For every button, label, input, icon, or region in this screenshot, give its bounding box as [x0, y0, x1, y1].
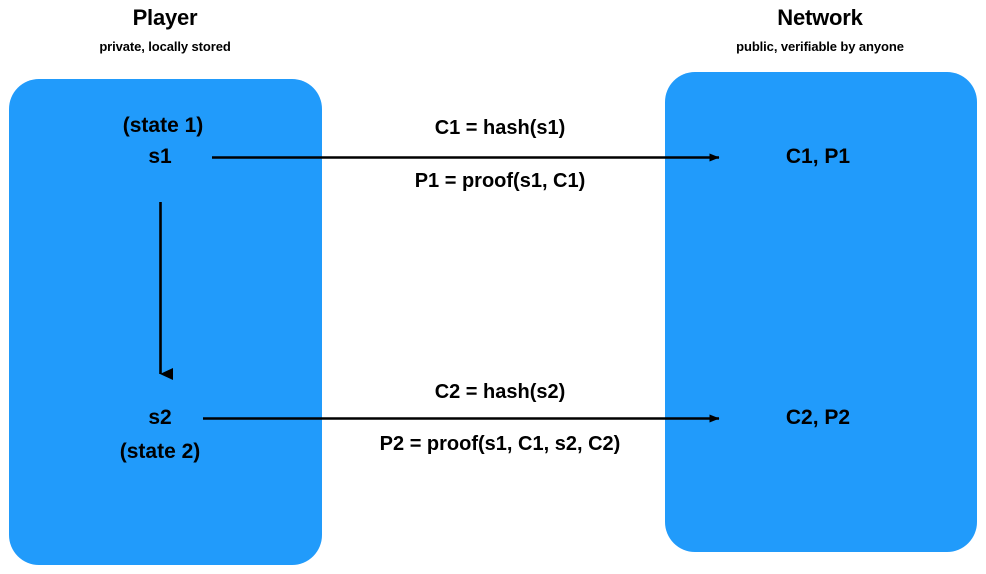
player-state2-label: (state 2)	[119, 440, 201, 463]
network-panel	[665, 72, 977, 552]
player-state2-value: s2	[148, 406, 172, 429]
network-column-subtitle: public, verifiable by anyone	[736, 39, 904, 54]
player-panel	[9, 79, 322, 565]
transition-2-top-label: C2 = hash(s2)	[434, 381, 566, 403]
network-column-title: Network	[777, 5, 863, 30]
player-column-subtitle: private, locally stored	[99, 39, 231, 54]
transition-1-top-label: C1 = hash(s1)	[434, 117, 566, 139]
transition-2-bottom-label: P2 = proof(s1, C1, s2, C2)	[379, 433, 621, 455]
transition-1-bottom-label: P1 = proof(s1, C1)	[414, 170, 586, 192]
player-column-title: Player	[132, 5, 198, 30]
player-state1-value: s1	[148, 145, 172, 168]
player-state1-label: (state 1)	[122, 114, 204, 137]
network-row1-value: C1, P1	[785, 145, 851, 168]
network-row2-value: C2, P2	[785, 406, 851, 429]
